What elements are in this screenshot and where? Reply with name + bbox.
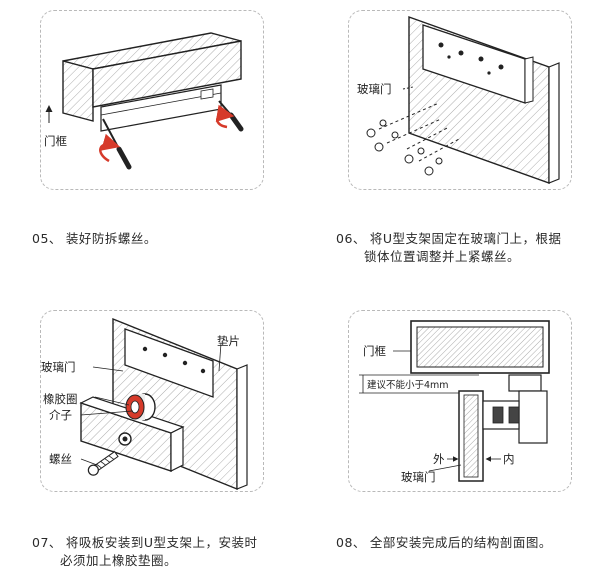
step-06-drawing [366, 16, 560, 184]
spacer-label: 介子 [49, 408, 72, 422]
screw-label: 螺丝 [49, 452, 72, 466]
step-07-caption: 07、将吸板安装到U型支架上，安装时 必须加上橡胶垫圈。 [32, 534, 312, 570]
gap-note-label: 建议不能小于4mm [367, 380, 449, 391]
step-number: 05、 [32, 231, 62, 246]
step-06-caption: 06、将U型支架固定在玻璃门上，根据 锁体位置调整并上紧螺丝。 [336, 230, 606, 266]
step-number: 06、 [336, 231, 366, 246]
inside-label: 内 [503, 452, 515, 466]
glass-door-label: 玻璃门 [41, 360, 76, 374]
caption-line: 装好防拆螺丝。 [65, 231, 157, 246]
outside-label: 外 [433, 452, 445, 466]
step-07-panel: 玻璃门 垫片 橡胶圈 介子 螺丝 [40, 310, 264, 492]
step-08-panel: 门框 建议不能小于4mm 外 内 玻璃门 [348, 310, 572, 492]
step-05-drawing [45, 32, 244, 170]
step-number: 07、 [32, 535, 62, 550]
step-07-drawing [79, 317, 248, 491]
gasket-label: 垫片 [217, 334, 240, 348]
step-08-caption: 08、全部安装完成后的结构剖面图。 [336, 534, 606, 552]
step-number: 08、 [336, 535, 366, 550]
rubber-ring-label: 橡胶圈 [43, 392, 78, 406]
frame-label: 门框 [363, 344, 386, 358]
caption-line: 将U型支架固定在玻璃门上，根据 [369, 231, 562, 246]
step-05-caption: 05、装好防拆螺丝。 [32, 230, 302, 248]
step-05-panel: 门框 [40, 10, 264, 190]
caption-line: 锁体位置调整并上紧螺丝。 [364, 249, 521, 264]
step-06-panel: 玻璃门 [348, 10, 572, 190]
caption-line: 全部安装完成后的结构剖面图。 [369, 535, 552, 550]
frame-label: 门框 [44, 134, 67, 148]
caption-line: 将吸板安装到U型支架上，安装时 [65, 535, 258, 550]
glass-door-label: 玻璃门 [401, 470, 436, 484]
step-08-drawing [359, 320, 550, 482]
glass-door-label: 玻璃门 [357, 82, 392, 96]
caption-line: 必须加上橡胶垫圈。 [60, 553, 178, 568]
